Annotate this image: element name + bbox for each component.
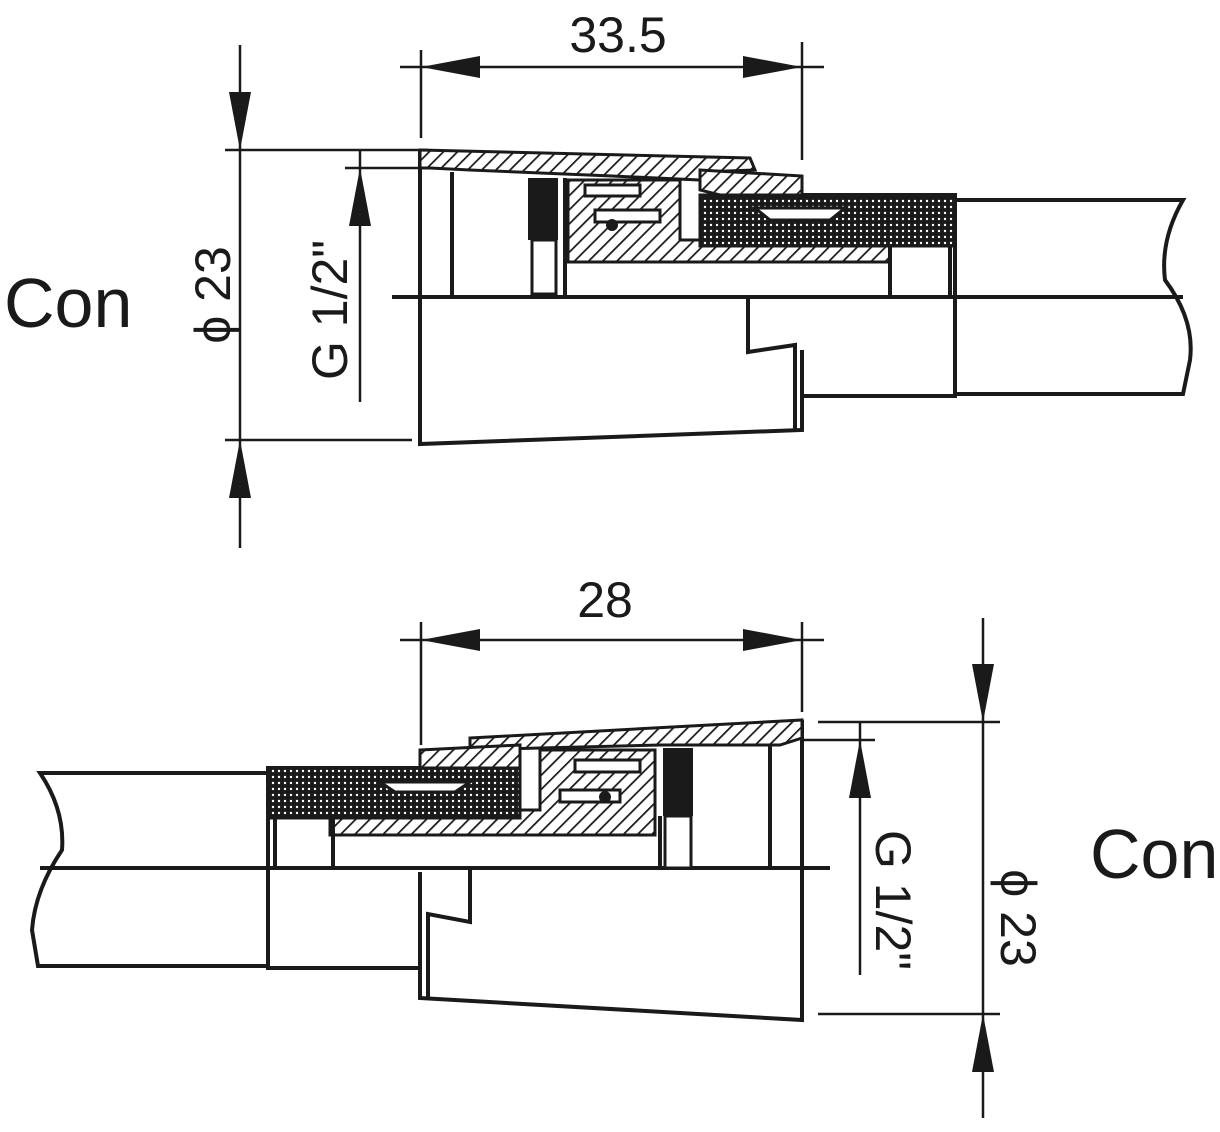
top-view-label: Con (4, 264, 132, 342)
bottom-connector-view: Con 28 ϕ 23 G 1/2" (29, 572, 1218, 1118)
top-length-value: 33.5 (569, 7, 666, 63)
bottom-view-label: Con (1090, 815, 1218, 893)
top-length-dimension: 33.5 (400, 7, 824, 160)
bottom-thread-dimension: G 1/2" (800, 722, 921, 975)
top-diameter-value: ϕ 23 (185, 246, 241, 344)
top-thread-dimension: G 1/2" (302, 150, 432, 402)
top-connector-body (392, 148, 1193, 447)
bottom-length-value: 28 (577, 572, 633, 628)
top-thread-value: G 1/2" (302, 240, 358, 380)
top-connector-view: Con 33.5 ϕ 23 G 1/2" (4, 7, 1193, 548)
bottom-connector-body (29, 718, 830, 1023)
bottom-length-dimension: 28 (400, 572, 824, 745)
bottom-thread-value: G 1/2" (865, 830, 921, 970)
bottom-diameter-dimension: ϕ 23 (818, 618, 1046, 1118)
top-diameter-dimension: ϕ 23 (185, 45, 428, 548)
bottom-diameter-value: ϕ 23 (990, 869, 1046, 967)
